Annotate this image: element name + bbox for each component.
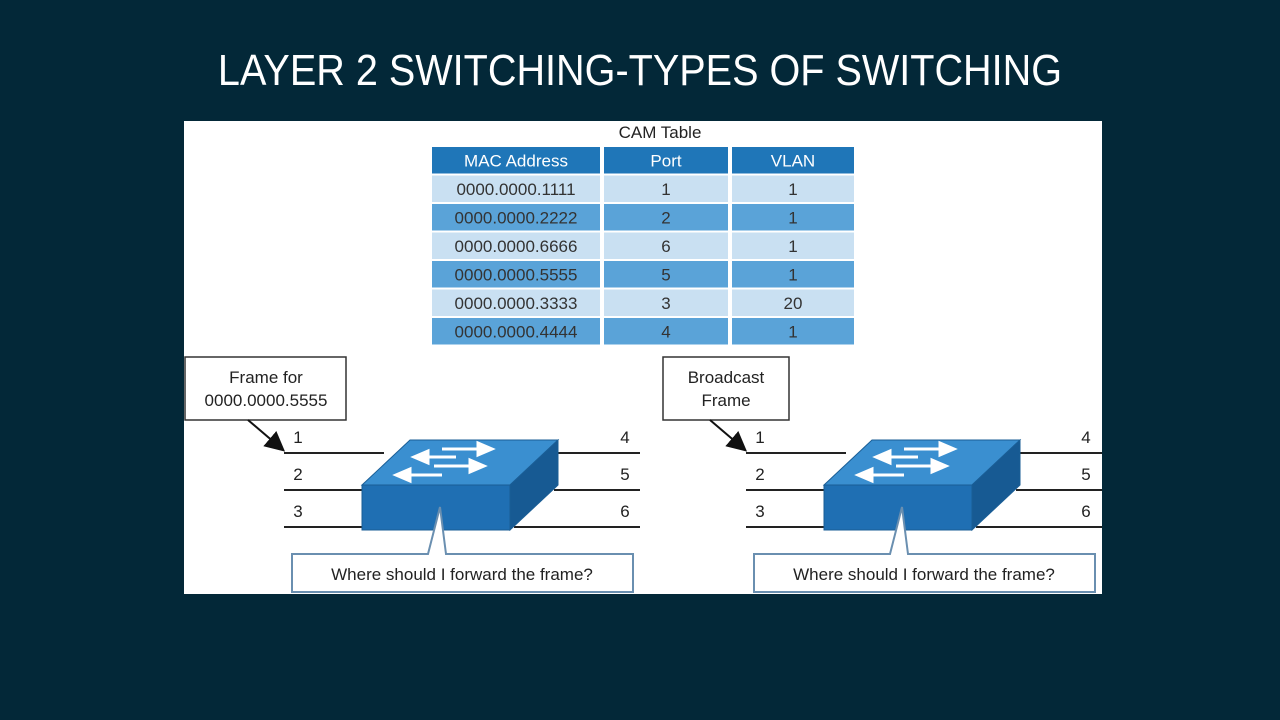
cam-table-cell-r5-c0: 0000.0000.4444 [455, 322, 578, 341]
left-diagram: Frame for 0000.0000.5555 1 2 3 4 5 6 [184, 356, 640, 593]
left-switch-icon [360, 438, 560, 532]
left-port-label-3: 3 [293, 502, 302, 521]
cam-table-cell-r0-c2-bg [732, 175, 854, 202]
right-frame-label-box [662, 356, 790, 421]
left-port-label-6: 6 [620, 502, 629, 521]
cam-table-cell-r2-c2: 1 [788, 237, 797, 256]
right-question-callout: Where should I forward the frame? [753, 506, 1096, 593]
left-port-label-5: 5 [620, 465, 629, 484]
cam-table-cell-r0-c0-bg [432, 175, 600, 202]
right-port-label-2: 2 [755, 465, 764, 484]
cam-table-cell-r2-c2-bg [732, 232, 854, 259]
cam-table-cell-r3-c1: 5 [661, 265, 670, 284]
left-question-callout: Where should I forward the frame? [291, 506, 634, 593]
cam-table-header-2: VLAN [771, 151, 815, 170]
right-frame-label-line1: Broadcast [688, 368, 765, 387]
cam-table-cell-r1-c1-bg [604, 204, 728, 231]
cam-table-cell-r2-c0: 0000.0000.6666 [455, 237, 578, 256]
right-port-label-1: 1 [755, 428, 764, 447]
cam-table-cell-r1-c0-bg [432, 204, 600, 231]
left-port-label-2: 2 [293, 465, 302, 484]
right-frame-label-line2: Frame [701, 391, 750, 410]
cam-table-cell-r0-c0: 0000.0000.1111 [456, 180, 575, 199]
switching-figure: CAM Table MAC Address Port VLAN 0000.0000.1… [184, 121, 1102, 594]
cam-table-cell-r3-c2-bg [732, 261, 854, 288]
cam-table-cell-r1-c1: 2 [661, 208, 670, 227]
left-frame-label-line2: 0000.0000.5555 [205, 391, 328, 410]
cam-table-cell-r3-c0: 0000.0000.5555 [455, 265, 578, 284]
right-port-label-5: 5 [1081, 465, 1090, 484]
slide-title: LAYER 2 SWITCHING-TYPES OF SWITCHING [217, 46, 1063, 95]
cam-table-cell-r3-c2: 1 [788, 265, 797, 284]
cam-table-header-1: Port [650, 151, 681, 170]
cam-table-cell-r5-c0-bg [432, 318, 600, 345]
cam-table-cell-r4-c2: 20 [784, 294, 803, 313]
cam-table-cell-r2-c0-bg [432, 232, 600, 259]
cam-table-cell-r3-c0-bg [432, 261, 600, 288]
switching-diagram: CAM Table MAC Address Port VLAN 0000.0000.1… [184, 123, 1102, 593]
cam-table-cell-r0-c1-bg [604, 175, 728, 202]
left-port-label-4: 4 [620, 428, 629, 447]
cam-table-cell-r5-c1-bg [604, 318, 728, 345]
cam-table-cell-r0-c1: 1 [661, 180, 670, 199]
cam-table-cell-r5-c2-bg [732, 318, 854, 345]
cam-table-cell-r4-c1-bg [604, 289, 728, 316]
cam-table-header-0-bg [432, 147, 600, 174]
left-frame-arrow [247, 419, 286, 452]
right-port-label-6: 6 [1081, 502, 1090, 521]
right-frame-arrow [709, 419, 748, 452]
cam-table-cell-r0-c2: 1 [788, 180, 797, 199]
cam-table-cell-r2-c1: 6 [661, 237, 670, 256]
right-port-label-3: 3 [755, 502, 764, 521]
cam-table-cell-r4-c2-bg [732, 289, 854, 316]
left-frame-label-box [184, 356, 347, 421]
left-frame-label-line1: Frame for [229, 368, 303, 387]
left-port-label-1: 1 [293, 428, 302, 447]
cam-table-cell-r2-c1-bg [604, 232, 728, 259]
right-port-label-4: 4 [1081, 428, 1090, 447]
cam-table-cell-r4-c0: 0000.0000.3333 [455, 294, 578, 313]
cam-table-header-0: MAC Address [464, 151, 568, 170]
cam-table-header-1-bg [604, 147, 728, 174]
cam-table-header-2-bg [732, 147, 854, 174]
left-question-text: Where should I forward the frame? [331, 565, 593, 584]
right-diagram: Broadcast Frame 1 2 3 4 5 6 [662, 356, 1102, 593]
cam-table-cell-r4-c1: 3 [661, 294, 670, 313]
cam-table-cell-r3-c1-bg [604, 261, 728, 288]
cam-table-title: CAM Table [619, 123, 702, 142]
cam-table-cell-r4-c0-bg [432, 289, 600, 316]
cam-table-cell-r1-c2-bg [732, 204, 854, 231]
cam-table-cell-r1-c2: 1 [788, 208, 797, 227]
cam-table-cell-r1-c0: 0000.0000.2222 [455, 208, 578, 227]
cam-table-cell-r5-c2: 1 [788, 322, 797, 341]
cam-table-cell-r5-c1: 4 [661, 322, 670, 341]
cam-table: MAC Address Port VLAN 0000.0000.1111 1 1 0000.… [432, 147, 854, 345]
right-switch-icon [822, 438, 1022, 532]
right-question-text: Where should I forward the frame? [793, 565, 1055, 584]
